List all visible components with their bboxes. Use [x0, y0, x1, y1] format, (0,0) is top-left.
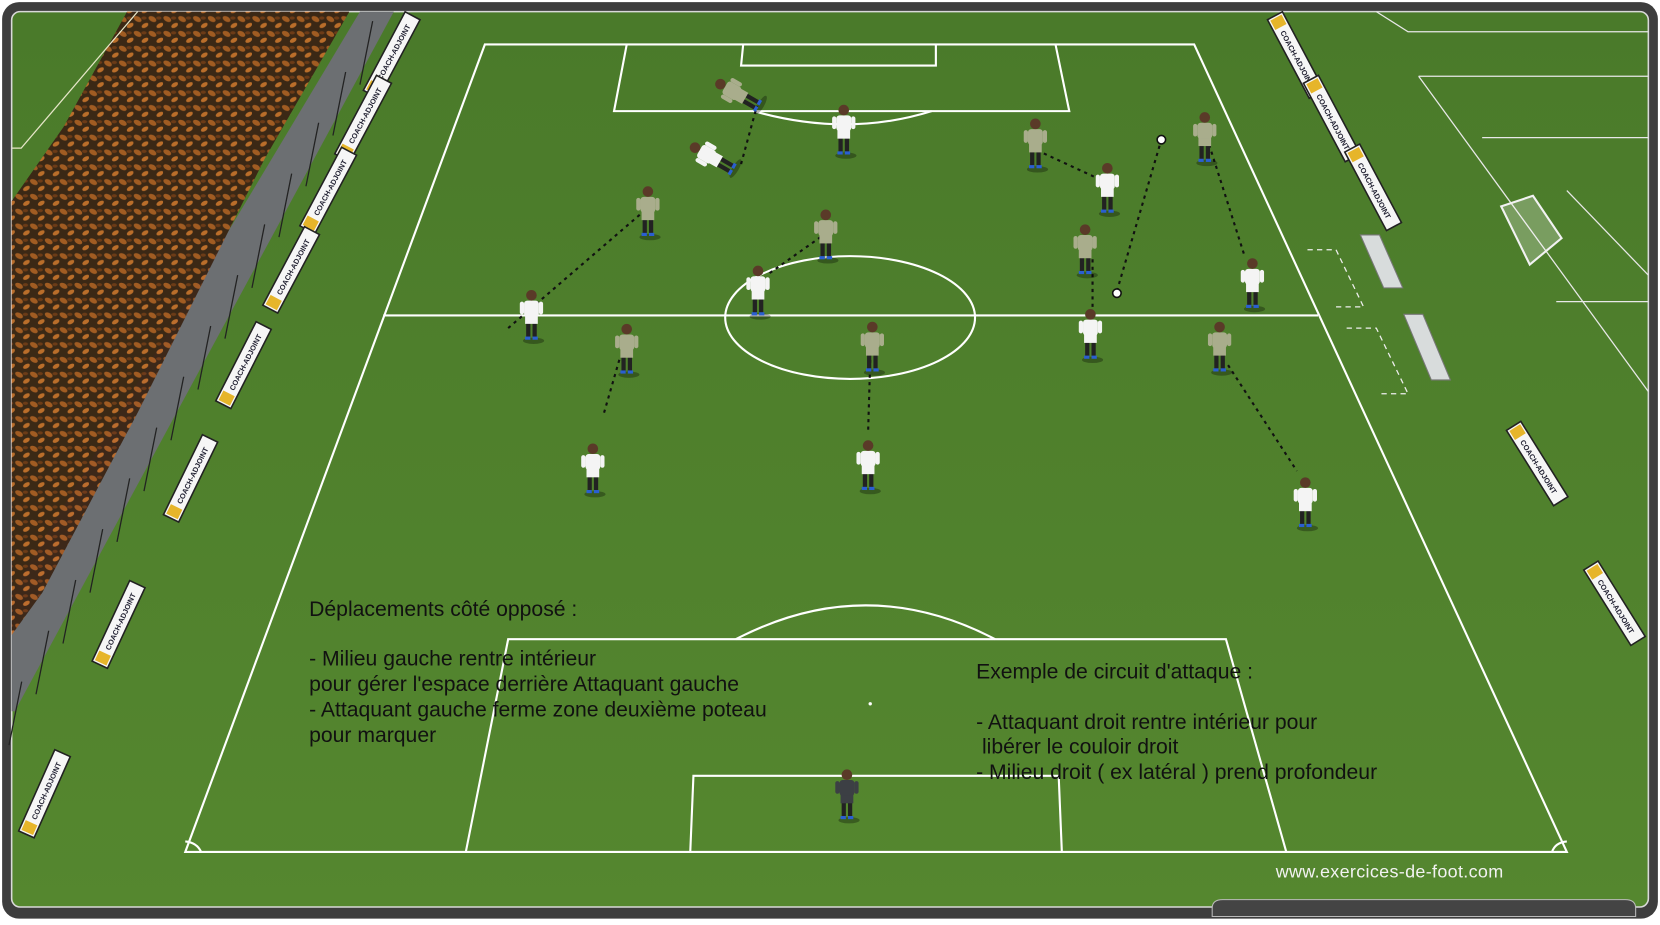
fence-post	[8, 681, 23, 746]
center-circle	[724, 255, 977, 380]
substitute-benches	[1359, 234, 1452, 381]
left-note: Déplacements côté opposé : - Milieu gauc…	[309, 598, 767, 747]
fence-post	[251, 224, 266, 288]
corner-arc-right	[1551, 840, 1567, 853]
fence-post	[35, 630, 50, 695]
fence-post	[116, 478, 131, 543]
movement-line	[867, 359, 872, 432]
right-pitch-line-4	[1566, 190, 1649, 276]
touchlines	[183, 43, 1569, 854]
fence-post	[359, 21, 374, 85]
bottom-penalty-box	[464, 638, 1288, 853]
fence-post	[332, 71, 347, 136]
player-khaki-team	[814, 209, 839, 264]
player-khaki-team	[1073, 224, 1098, 279]
right-note-line: libérer le couloir droit	[976, 736, 1178, 759]
player-white-team	[832, 104, 857, 159]
fence-posts	[8, 21, 374, 746]
bottom-tab	[1211, 899, 1637, 918]
fence-post	[305, 122, 320, 187]
trees	[11, 11, 350, 636]
fence-post	[62, 579, 77, 644]
player-white-team	[1095, 162, 1121, 217]
left-note-line: pour marquer	[309, 724, 436, 747]
player-white-team	[1240, 258, 1266, 313]
left-note-line: - Attaquant gauche ferme zone deuxième p…	[309, 699, 767, 722]
fence-post	[278, 173, 293, 238]
player-white-team	[581, 443, 606, 498]
left-note-title: Déplacements côté opposé :	[309, 598, 577, 621]
player-white-team	[519, 289, 545, 344]
movement-line	[602, 359, 621, 416]
right-note-title: Exemple de circuit d'attaque :	[976, 660, 1253, 683]
left-note-line: pour gérer l'espace derrière Attaquant g…	[309, 673, 739, 696]
bottom-penalty-arc	[735, 604, 996, 641]
fence-post	[143, 427, 158, 492]
players	[519, 78, 1319, 824]
watermark: www.exercices-de-foot.com	[1275, 861, 1504, 881]
movement-line	[1227, 364, 1298, 472]
penalty-spot	[868, 702, 872, 706]
player-white-team	[856, 440, 881, 495]
movement-lines	[507, 105, 1298, 472]
player-white-team	[746, 265, 771, 320]
right-note-line: - Milieu droit ( ex latéral ) prend prof…	[976, 761, 1377, 784]
fence-post	[197, 325, 212, 390]
top-goal-area	[739, 44, 937, 67]
fence-post	[89, 529, 104, 593]
player-white-team	[689, 141, 742, 178]
right-pitch-line	[1375, 11, 1649, 33]
player-khaki-team	[615, 323, 640, 378]
player-khaki-team	[715, 78, 767, 115]
right-note-line: - Attaquant droit rentre intérieur pour	[976, 711, 1317, 734]
player-white-team	[1078, 309, 1104, 364]
right-note: Exemple de circuit d'attaque : - Attaqua…	[976, 660, 1377, 784]
movement-line	[1205, 137, 1245, 255]
fence-post	[224, 275, 239, 339]
player-khaki-team	[860, 321, 886, 376]
running-track	[11, 11, 394, 712]
player-khaki-team	[1207, 321, 1233, 376]
movement-line	[740, 105, 758, 165]
fence-post	[170, 376, 185, 441]
player-khaki-team	[1023, 118, 1049, 173]
player-khaki-team	[1193, 112, 1218, 167]
ball-icon	[1156, 134, 1167, 145]
player-khaki-team	[636, 186, 661, 241]
neighbour-pitch-line	[11, 11, 139, 149]
corner-arc-left	[185, 840, 203, 853]
movement-line	[1043, 152, 1102, 181]
bottom-goal-area	[689, 774, 1063, 853]
goalkeeper	[835, 769, 860, 824]
player-white-team	[1293, 477, 1319, 532]
ball-icon	[1111, 288, 1122, 299]
left-note-line: - Milieu gauche rentre intérieur	[309, 648, 596, 671]
technical-area-lines	[1307, 249, 1410, 395]
small-goal	[1499, 194, 1563, 267]
right-pitch-line-3	[1418, 75, 1649, 392]
